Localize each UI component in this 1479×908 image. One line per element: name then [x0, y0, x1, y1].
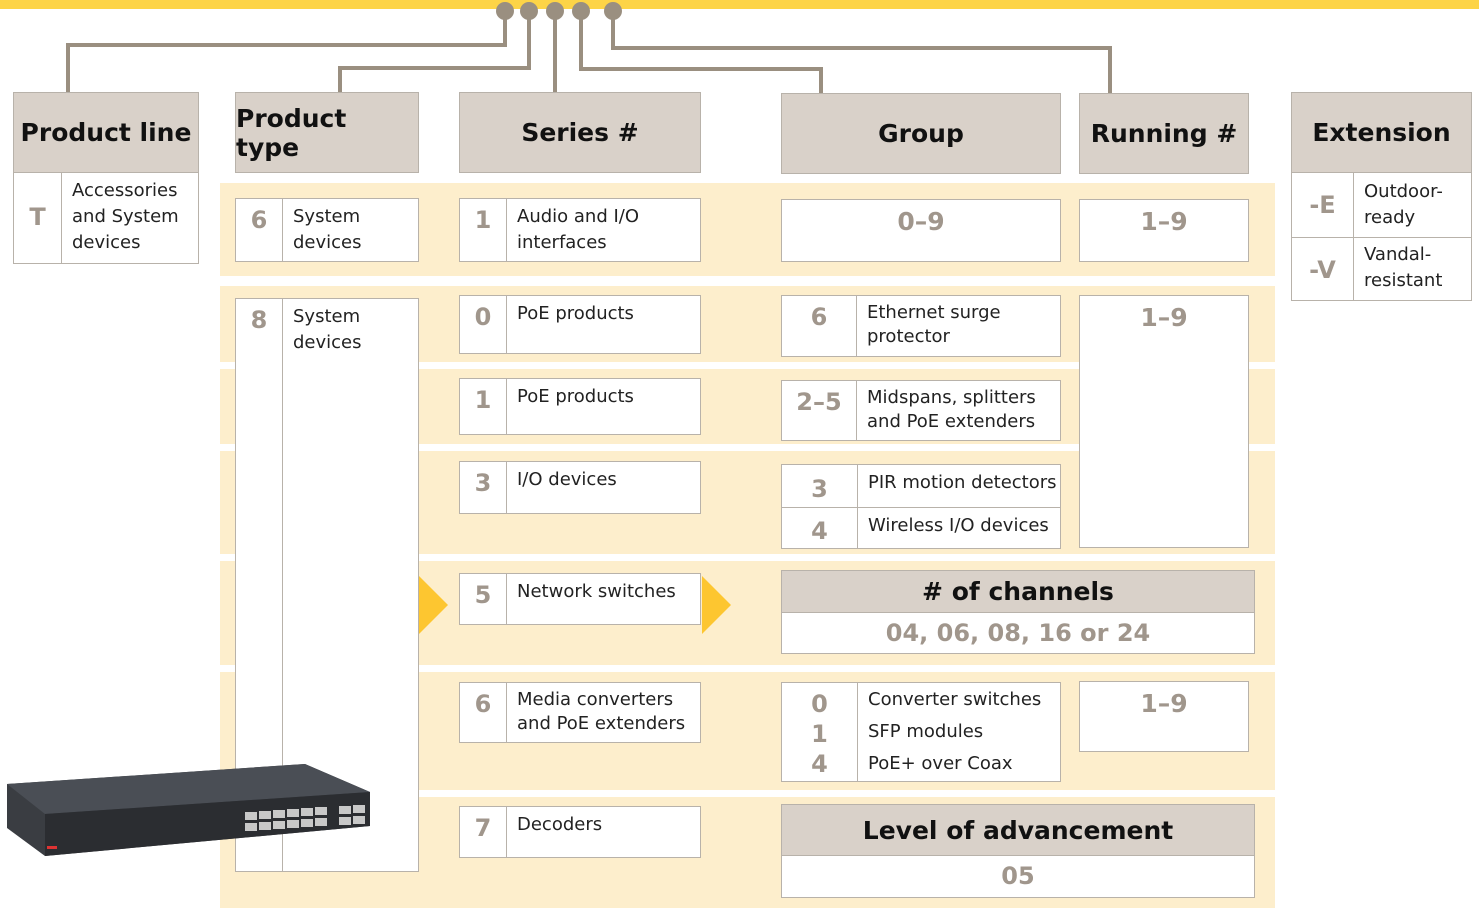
extension-code: -V: [1292, 238, 1354, 300]
product-type-desc: System devices: [293, 306, 362, 353]
advancement-title: Level of advancement: [781, 804, 1255, 856]
advancement-value-box: 05: [781, 855, 1255, 898]
extension-desc: Vandal-resistant: [1364, 244, 1443, 291]
series-desc: Audio and I/O interfaces: [517, 206, 640, 253]
product-line-code: T: [14, 173, 62, 263]
channels-value: 04, 06, 08, 16 or 24: [885, 619, 1151, 647]
extension-item: -V Vandal-resistant: [1291, 237, 1472, 301]
connector-dot: [546, 2, 564, 20]
group-code: 2–5: [782, 381, 857, 440]
series-code: 5: [460, 574, 507, 624]
channels-title: # of channels: [781, 570, 1255, 613]
group-desc: Ethernet surge protector: [867, 302, 1001, 347]
product-type-desc: System devices: [293, 206, 362, 253]
product-line-desc: Accessories and System devices: [72, 180, 179, 253]
series-desc: PoE products: [517, 303, 634, 324]
header-running: Running #: [1079, 93, 1249, 174]
series-code: 1: [460, 199, 507, 261]
group-desc: PIR motion detectors: [868, 472, 1057, 493]
header-product-type: Product type: [235, 92, 419, 173]
group-code: 6: [782, 296, 857, 356]
header-extension: Extension: [1291, 92, 1472, 173]
group-item: 2–5 Midspans, splitters and PoE extender…: [781, 380, 1061, 441]
group-desc: Wireless I/O devices: [868, 515, 1049, 536]
connector-dot: [496, 2, 514, 20]
series-item: 1 Audio and I/O interfaces: [459, 198, 701, 262]
connector-dot: [604, 2, 622, 20]
series-desc: Network switches: [517, 581, 676, 602]
extension-code: -E: [1292, 173, 1354, 237]
series-item: 7 Decoders: [459, 806, 701, 858]
running-range: 1–9: [1140, 207, 1188, 236]
group-code: 3: [811, 475, 828, 503]
product-type-code: 8: [236, 299, 283, 871]
group-desc: Converter switches: [868, 689, 1042, 710]
series-desc: I/O devices: [517, 469, 617, 490]
series-desc: Decoders: [517, 814, 603, 835]
extension-item: -E Outdoor-ready: [1291, 172, 1472, 238]
series-code: 3: [460, 462, 507, 513]
header-series: Series #: [459, 92, 701, 173]
series-code: 6: [460, 683, 507, 742]
chevron-right-icon: [419, 576, 448, 634]
group-converters: 0 Converter switches 1 SFP modules 4 PoE…: [781, 682, 1061, 782]
group-code: 1: [811, 720, 828, 748]
running-range-box: 1–9: [1079, 295, 1249, 548]
header-group: Group: [781, 93, 1061, 174]
series-desc: Media converters and PoE extenders: [517, 689, 686, 734]
series-item: 3 I/O devices: [459, 461, 701, 514]
group-item-pair: 3 PIR motion detectors 4 Wireless I/O de…: [781, 464, 1061, 549]
channels-value-box: 04, 06, 08, 16 or 24: [781, 612, 1255, 654]
series-desc: PoE products: [517, 386, 634, 407]
running-range: 1–9: [1140, 689, 1188, 718]
group-code: 4: [811, 750, 828, 778]
running-range-box: 1–9: [1079, 681, 1249, 752]
group-desc: SFP modules: [868, 721, 984, 742]
product-type-code: 6: [236, 199, 283, 261]
group-code: 4: [811, 517, 828, 545]
running-range-box: 1–9: [1079, 199, 1249, 262]
header-product-line: Product line: [13, 92, 199, 173]
group-code: 0: [811, 690, 828, 718]
group-desc: Midspans, splitters and PoE extenders: [867, 387, 1036, 432]
advancement-value: 05: [1001, 862, 1035, 890]
running-range: 1–9: [1140, 303, 1188, 332]
group-range-box: 0–9: [781, 199, 1061, 262]
series-code: 1: [460, 379, 507, 434]
group-desc: PoE+ over Coax: [868, 753, 1013, 774]
connector-dot: [520, 2, 538, 20]
group-item: 6 Ethernet surge protector: [781, 295, 1061, 357]
series-item: 6 Media converters and PoE extenders: [459, 682, 701, 743]
series-item: 1 PoE products: [459, 378, 701, 435]
top-accent-bar: [0, 0, 1479, 9]
series-item: 5 Network switches: [459, 573, 701, 625]
network-switch-image: [7, 764, 370, 856]
product-type-item: 6 System devices: [235, 198, 419, 262]
extension-desc: Outdoor-ready: [1364, 181, 1443, 228]
group-range: 0–9: [897, 207, 945, 236]
series-code: 0: [460, 296, 507, 353]
connector-dot: [572, 2, 590, 20]
series-item: 0 PoE products: [459, 295, 701, 354]
series-code: 7: [460, 807, 507, 857]
chevron-right-icon: [702, 576, 731, 634]
product-line-item: T Accessories and System devices: [13, 172, 199, 264]
